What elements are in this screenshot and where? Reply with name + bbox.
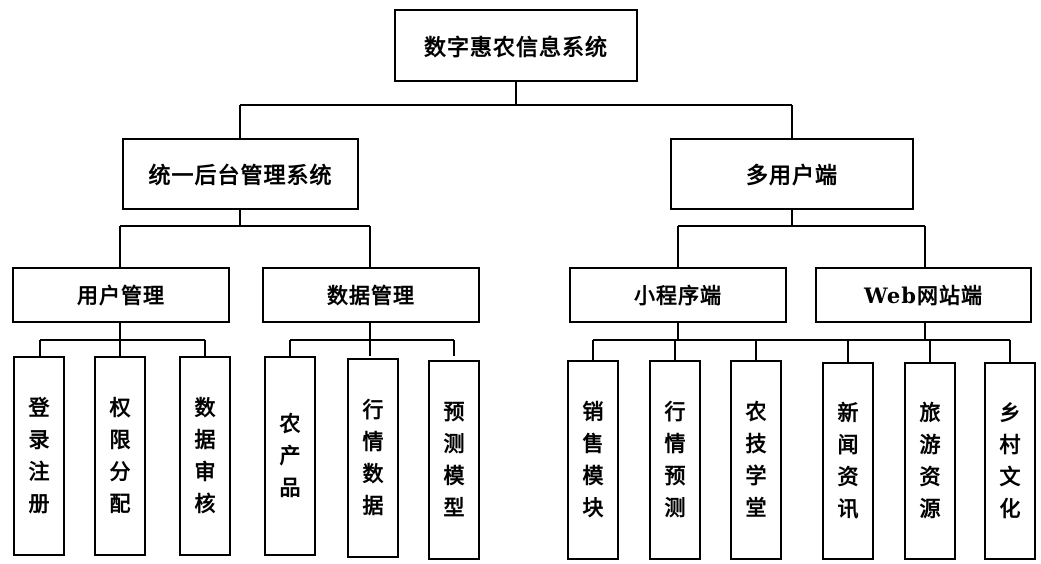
leaf-node: 销售模块 bbox=[567, 360, 619, 560]
leaf-label: 农产品 bbox=[279, 411, 301, 500]
leaf-node: 登录注册 bbox=[13, 356, 65, 556]
root-label: 数字惠农信息系统 bbox=[423, 34, 608, 61]
miniprogram-label: 小程序端 bbox=[634, 283, 722, 308]
web-site-label: Web网站端 bbox=[864, 283, 983, 308]
leaf-label: 预测模型 bbox=[443, 399, 465, 520]
leaf-label: 农技学堂 bbox=[745, 399, 767, 520]
leaf-label: 行情预测 bbox=[664, 399, 686, 520]
frontend-node: 多用户端 bbox=[670, 138, 914, 210]
frontend-label: 多用户端 bbox=[745, 163, 838, 189]
leaf-label: 销售模块 bbox=[582, 399, 604, 520]
leaf-node: 预测模型 bbox=[428, 360, 480, 560]
leaf-label: 乡村文化 bbox=[999, 400, 1021, 521]
data-management-label: 数据管理 bbox=[327, 283, 415, 308]
leaf-node: 行情预测 bbox=[649, 360, 701, 560]
leaf-node: 数据审核 bbox=[179, 356, 231, 556]
miniprogram-node: 小程序端 bbox=[569, 267, 787, 323]
user-management-node: 用户管理 bbox=[12, 267, 230, 323]
backend-label: 统一后台管理系统 bbox=[148, 163, 333, 189]
leaf-label: 登录注册 bbox=[28, 395, 50, 516]
leaf-node: 农技学堂 bbox=[730, 360, 782, 560]
leaf-node: 乡村文化 bbox=[984, 362, 1036, 560]
leaf-label: 数据审核 bbox=[194, 395, 216, 516]
web-site-node: Web网站端 bbox=[815, 267, 1032, 323]
leaf-label: 新闻资讯 bbox=[837, 400, 859, 521]
leaf-node: 权限分配 bbox=[94, 356, 146, 556]
data-management-node: 数据管理 bbox=[262, 267, 480, 323]
backend-node: 统一后台管理系统 bbox=[122, 138, 359, 210]
leaf-node: 行情数据 bbox=[347, 358, 399, 558]
leaf-node: 农产品 bbox=[264, 356, 316, 556]
root-node: 数字惠农信息系统 bbox=[394, 9, 638, 82]
leaf-label: 权限分配 bbox=[109, 395, 131, 516]
leaf-label: 旅游资源 bbox=[919, 400, 941, 521]
leaf-node: 新闻资讯 bbox=[822, 362, 874, 560]
leaf-node: 旅游资源 bbox=[904, 362, 956, 560]
user-management-label: 用户管理 bbox=[77, 283, 165, 308]
leaf-label: 行情数据 bbox=[362, 397, 384, 518]
